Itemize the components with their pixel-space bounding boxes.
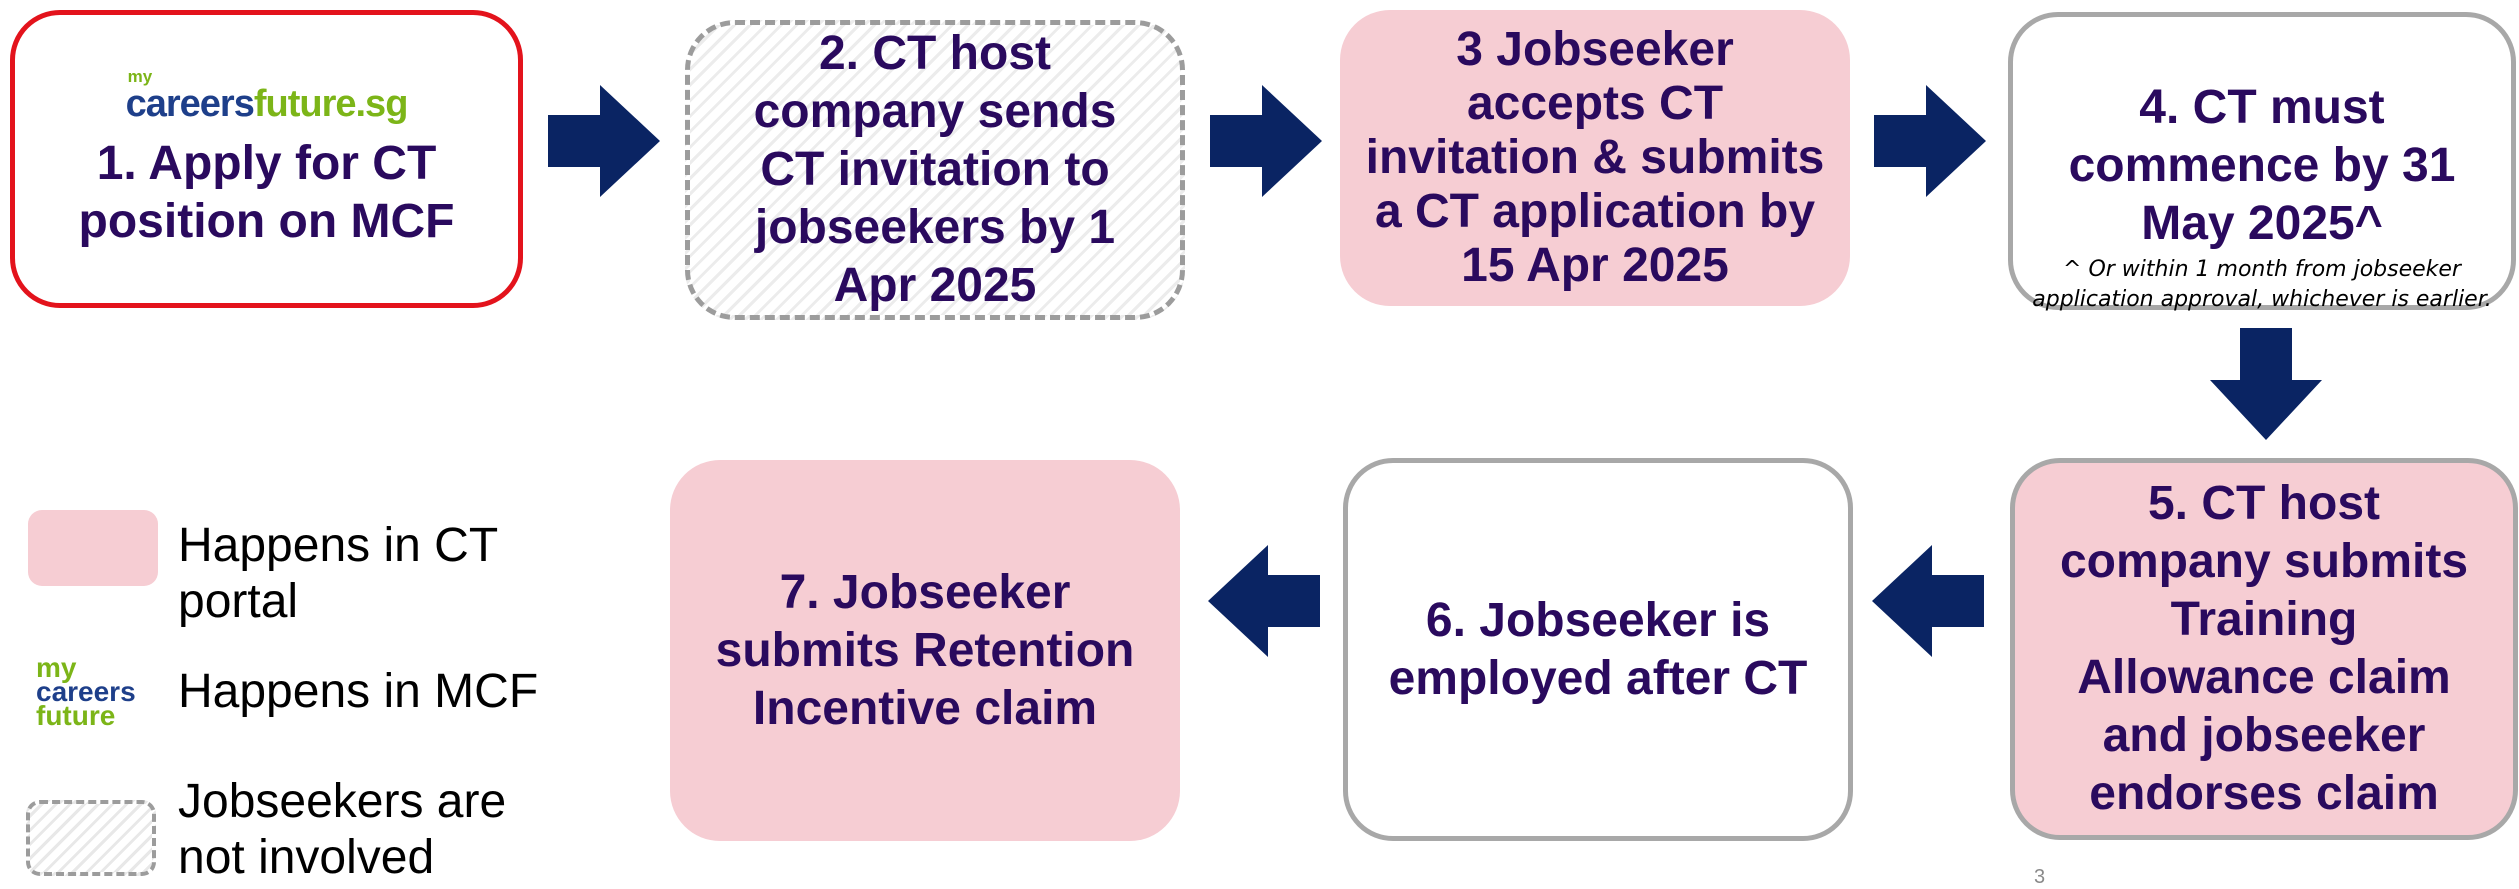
step-6-label: 6. Jobseeker is employed after CT	[1388, 593, 1808, 705]
logo-part-1: careers	[125, 82, 255, 125]
logo-prefix: my	[127, 66, 153, 86]
step-3-box: 3 Jobseeker accepts CT invitation & subm…	[1340, 10, 1850, 306]
legend-swatch-ct-portal	[28, 510, 158, 586]
mycareersfuture-logo: my careersfuture.sg	[125, 66, 409, 125]
step-2-label: 2. CT host company sends CT invitation t…	[753, 27, 1117, 312]
step-4-label: 4. CT must commence by 31 May 2025^	[2068, 81, 2456, 250]
step-2-box: 2. CT host company sends CT invitation t…	[685, 20, 1185, 320]
legend-text-ct-portal: Happens in CT portal	[178, 519, 499, 628]
step-3-label: 3 Jobseeker accepts CT invitation & subm…	[1365, 23, 1825, 292]
step-4-box: 4. CT must commence by 31 May 2025^ ^ Or…	[2008, 12, 2516, 312]
mini-logo-line-1: my	[36, 652, 77, 683]
page-number: 3	[2034, 866, 2046, 888]
step-6-box: 6. Jobseeker is employed after CT	[1343, 458, 1853, 841]
arrow-right-icon	[1210, 85, 1322, 197]
step-5-box: 5. CT host company submits Training Allo…	[2010, 458, 2518, 840]
arrow-left-icon	[1208, 545, 1320, 657]
step-4-footnote: ^ Or within 1 month from jobseeker appli…	[2032, 257, 2492, 312]
arrow-right-icon	[548, 85, 660, 197]
mini-logo-line-3: future	[36, 699, 116, 731]
legend-swatch-not-involved	[26, 800, 156, 876]
step-1-label: 1. Apply for CT position on MCF	[78, 136, 455, 248]
mcf-logo-icon: my careers future	[36, 652, 136, 731]
mini-logo-line-2: careers	[36, 675, 136, 707]
step-7-box: 7. Jobseeker submits Retention Incentive…	[670, 460, 1180, 841]
step-5-label: 5. CT host company submits Training Allo…	[2059, 477, 2469, 820]
arrow-down-icon	[2210, 328, 2322, 440]
step-7-label: 7. Jobseeker submits Retention Incentive…	[715, 565, 1135, 735]
logo-part-2: future.sg	[253, 82, 409, 125]
legend-text-not-involved: Jobseekers are not involved	[178, 775, 507, 884]
step-1-box: my careersfuture.sg 1. Apply for CT posi…	[10, 10, 523, 308]
arrow-left-icon	[1872, 545, 1984, 657]
legend-text-mcf: Happens in MCF	[178, 665, 539, 718]
arrow-right-icon	[1874, 85, 1986, 197]
